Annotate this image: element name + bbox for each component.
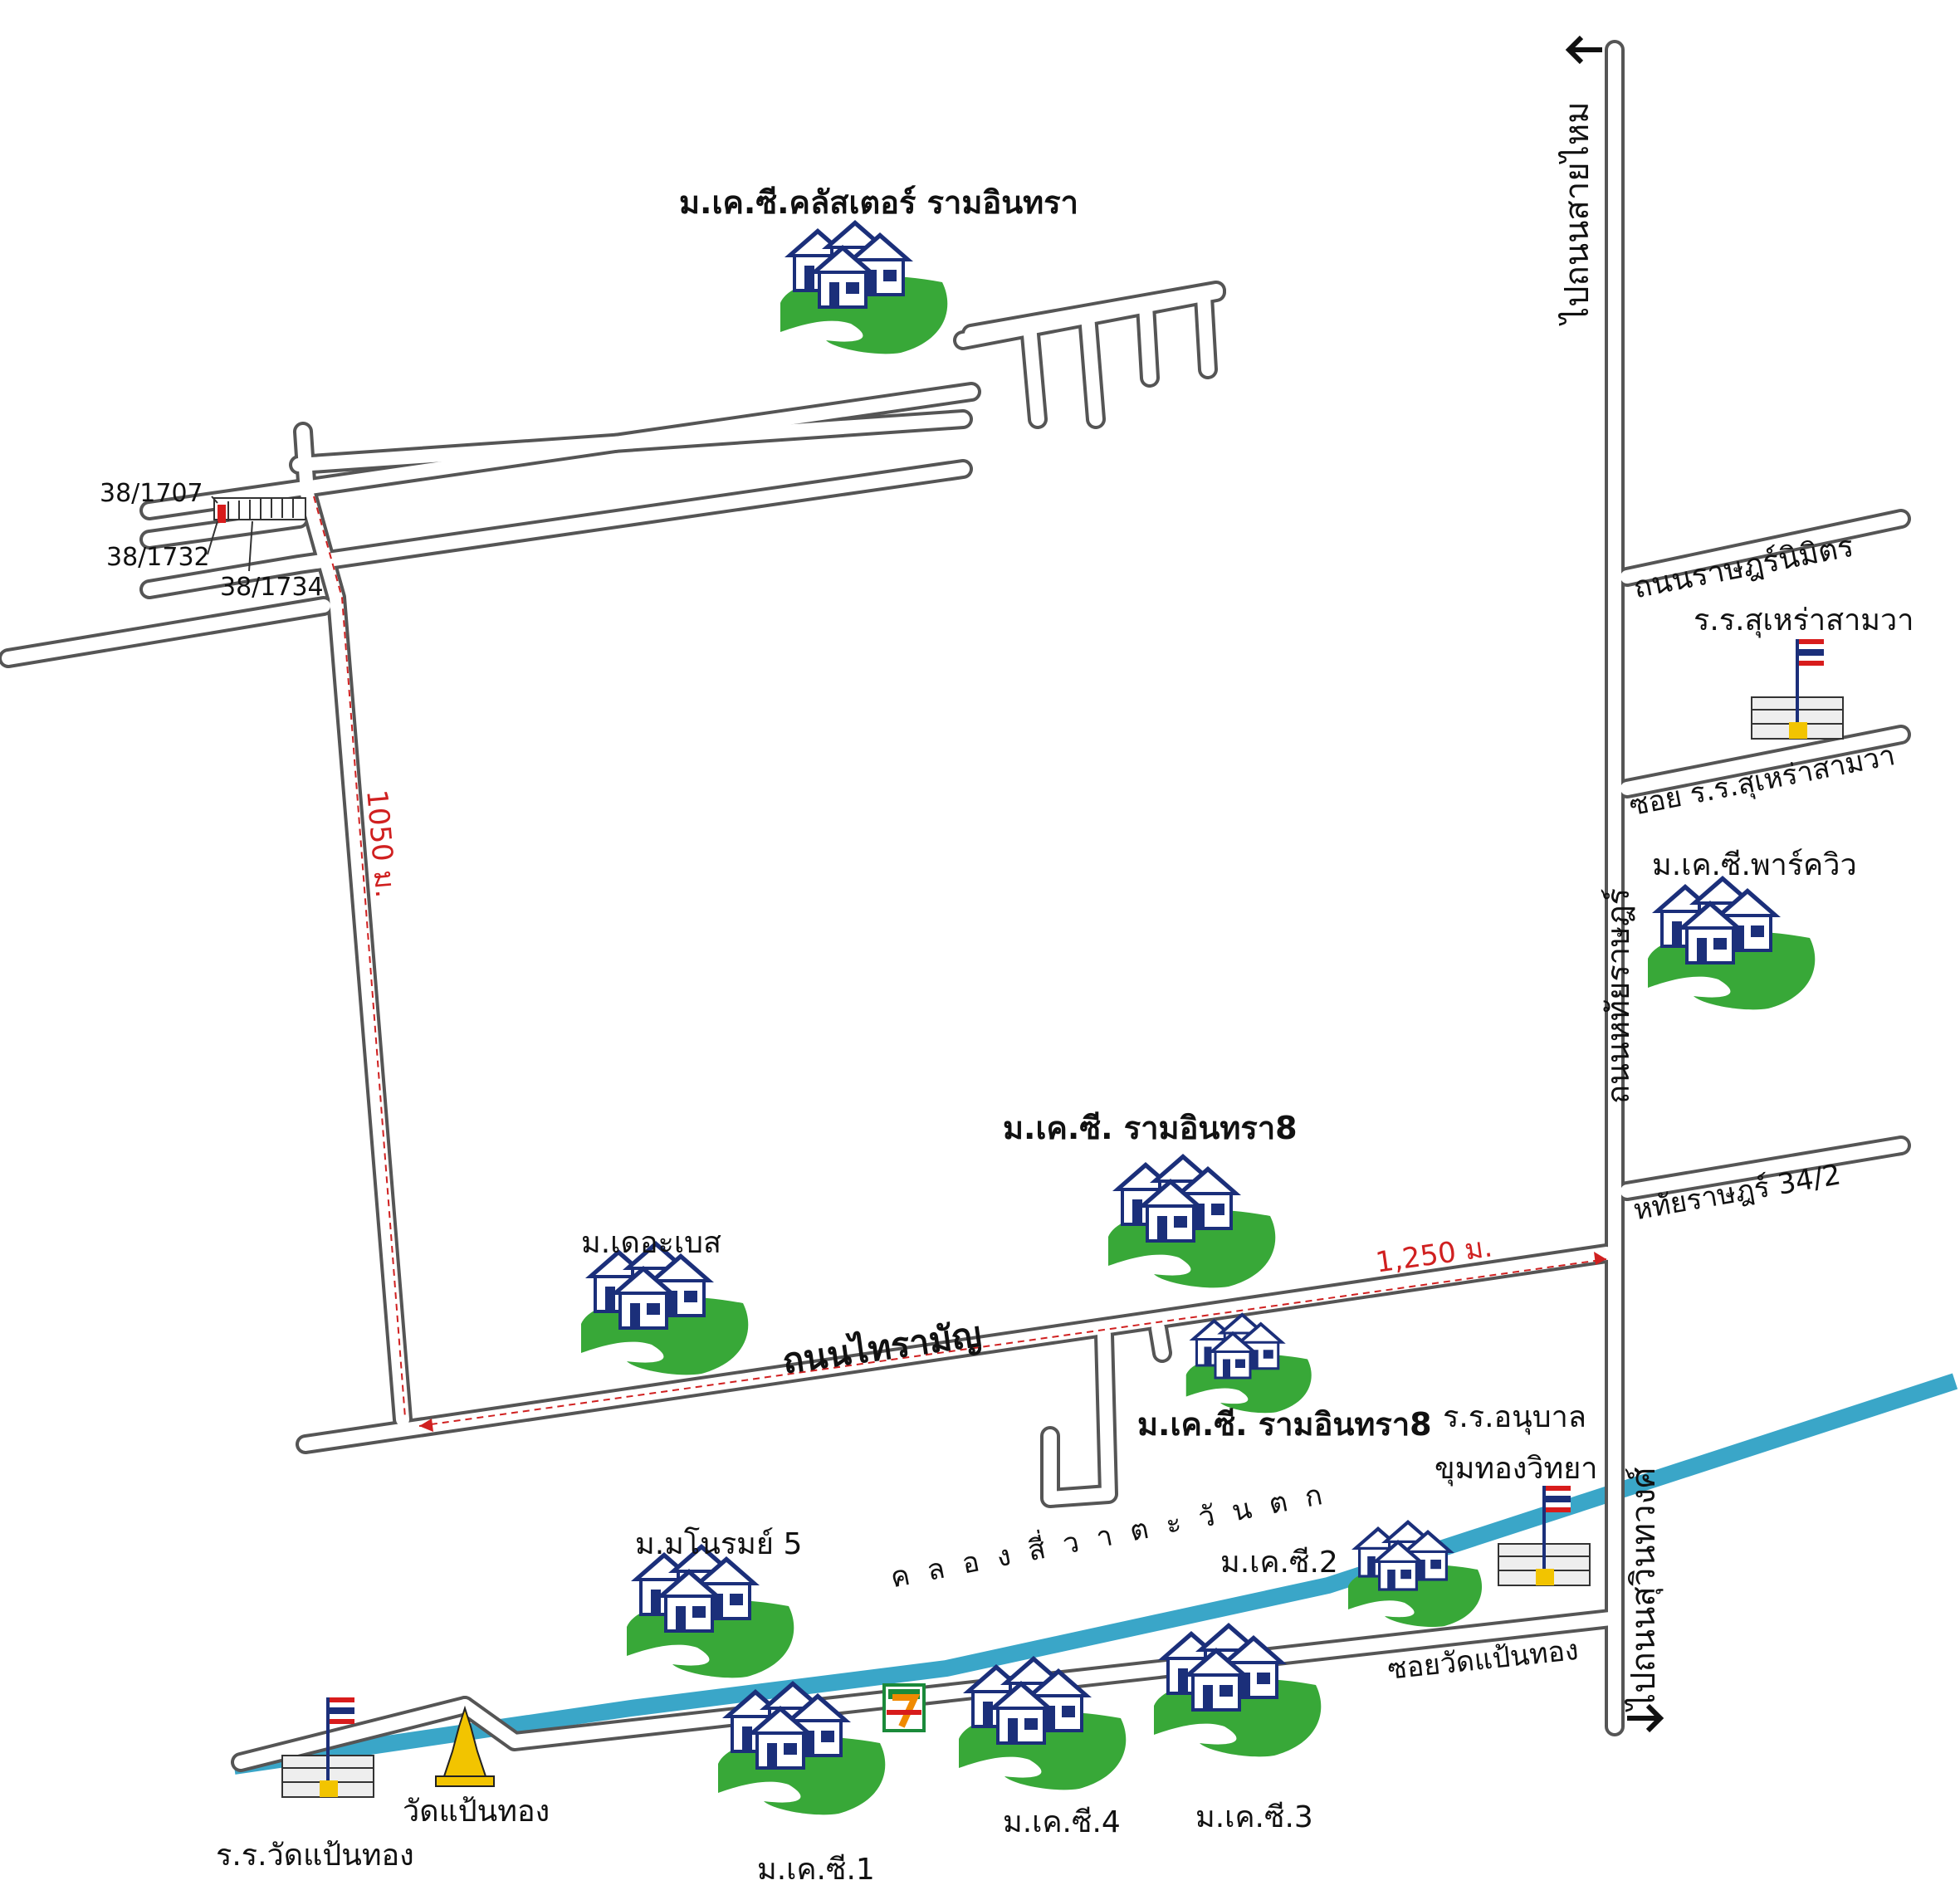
label-distance-north: 1050 ม.	[359, 788, 403, 900]
village-the-base-icon	[581, 1241, 748, 1375]
label-house-1732: 38/1732	[106, 543, 210, 572]
temple-icon	[435, 1705, 495, 1787]
house-lots	[207, 496, 306, 572]
label-manorom5: ม.มโนรมย์ 5	[635, 1527, 803, 1561]
label-wat-paenthong: วัดแป้นทอง	[403, 1795, 550, 1829]
label-school-wat-paenthong: ร.ร.วัดแป้นทอง	[216, 1839, 414, 1873]
seven-eleven-icon	[882, 1683, 926, 1732]
label-house-1707: 38/1707	[100, 479, 203, 508]
label-school-anuban-2: ขุมทองวิทยา	[1435, 1452, 1598, 1486]
school-suharsamwa-icon	[1750, 637, 1845, 740]
label-the-base: ม.เดอะเบส	[581, 1226, 721, 1260]
village-kc-ramintra8-south-icon	[1186, 1312, 1312, 1413]
label-kc2: ม.เค.ซี.2	[1220, 1546, 1338, 1580]
arrow-south	[1627, 1703, 1664, 1733]
label-kc-parkview: ม.เค.ซี.พาร์ควิว	[1652, 848, 1857, 882]
label-kc3: ม.เค.ซี.3	[1195, 1800, 1313, 1834]
label-to-sai-mai: ไปถนนสายไหม	[1558, 101, 1596, 324]
village-kc-parkview-icon	[1648, 876, 1815, 1009]
label-school-suharsamwa: ร.ร.สุเหร่าสามวา	[1694, 603, 1914, 637]
village-manorom5-icon	[627, 1544, 794, 1678]
canal	[232, 1373, 1958, 1775]
village-kc3-icon	[1154, 1623, 1321, 1756]
village-kc-ramintra8-north-icon	[1108, 1154, 1275, 1287]
label-hathai-rat-main: ถนนหทัยราษฎร์	[1600, 887, 1636, 1104]
label-kc1: ม.เค.ซี.1	[757, 1853, 875, 1887]
route-arrow-west	[419, 1419, 433, 1432]
label-kc-ramintra8-south: ม.เค.ซี. รามอินทรา8	[1137, 1406, 1432, 1443]
route-arrow-east	[1594, 1252, 1606, 1265]
label-kc-ramintra8-north: ม.เค.ซี. รามอินทรา8	[1003, 1110, 1298, 1146]
roads	[0, 40, 1911, 1772]
label-kc-cluster-ramintra: ม.เค.ซี.คลัสเตอร์ รามอินทรา	[679, 184, 1078, 221]
label-kc4: ม.เค.ซี.4	[1003, 1805, 1121, 1839]
village-kc-cluster-icon	[780, 220, 947, 354]
route	[313, 496, 1607, 1427]
arrow-north	[1565, 35, 1602, 65]
label-to-sukhumvit: ไปถนนสุวินทวงศ์	[1625, 1467, 1663, 1710]
label-school-anuban-1: ร.ร.อนุบาล	[1443, 1400, 1586, 1434]
label-house-1734: 38/1734	[220, 573, 324, 602]
